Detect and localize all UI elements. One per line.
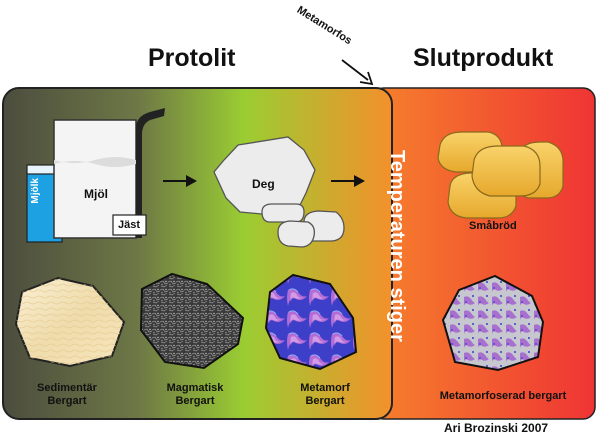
flour-bag (53, 108, 165, 239)
sedimentary-rock (14, 276, 126, 368)
metamorphic-rock (264, 273, 358, 371)
metamorphic-label: Metamorf Bergart (280, 382, 370, 408)
buns-shape (437, 131, 564, 219)
yeast-box (112, 214, 147, 236)
sedimentary-label-line2: Bergart (47, 395, 87, 407)
igneous-label: Magmatisk Bergart (150, 382, 240, 408)
milk-label: Mjölk (30, 178, 41, 204)
sedimentary-label-line1: Sedimentär (37, 382, 97, 394)
flour-label: Mjöl (84, 187, 108, 201)
arrow-to-buns (331, 175, 365, 187)
metamorfos-arrow (341, 59, 374, 86)
igneous-label-line1: Magmatisk (166, 382, 224, 394)
metamorphic-label-line2: Bergart (305, 395, 345, 407)
dough-label: Deg (252, 177, 275, 191)
metamorphosed-rock (441, 274, 545, 372)
yeast-label: Jäst (118, 219, 141, 231)
dough-shape (213, 136, 345, 248)
metamorphosed-label: Metamorfoserad bergart (439, 390, 567, 402)
protolit-heading: Protolit (148, 44, 236, 72)
temperature-label: Temperaturen stiger (386, 150, 408, 342)
igneous-rock (139, 272, 245, 370)
arrow-to-dough (163, 175, 197, 187)
slutprodukt-heading: Slutprodukt (413, 44, 554, 72)
igneous-label-line2: Bergart (175, 395, 215, 407)
author-credit: Ari Brozinski 2007 (444, 421, 549, 435)
buns-label: Småbröd (469, 220, 517, 232)
metamorphic-label-line1: Metamorf (300, 382, 350, 394)
sedimentary-label: Sedimentär Bergart (22, 382, 112, 408)
